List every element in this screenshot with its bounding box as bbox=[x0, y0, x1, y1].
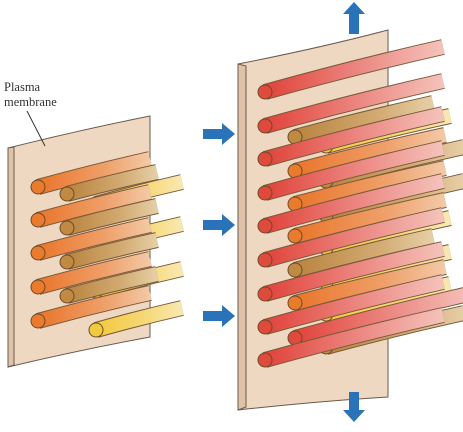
label-line-1: Plasma bbox=[4, 80, 41, 94]
arrow-down-icon bbox=[343, 392, 365, 422]
fiber-red bbox=[257, 39, 445, 100]
fiber-orange bbox=[30, 184, 152, 228]
fiber-brown bbox=[59, 232, 159, 270]
fiber-orange bbox=[30, 251, 152, 295]
label-line-2: membrane bbox=[4, 95, 57, 109]
fiber-orange bbox=[30, 151, 152, 195]
fiber-orange bbox=[30, 285, 152, 329]
fiber-brown bbox=[287, 95, 435, 145]
fiber-orange bbox=[287, 192, 447, 244]
fiber-orange bbox=[287, 259, 447, 311]
fiber-yellow bbox=[88, 300, 184, 338]
arrow-right-icon bbox=[203, 305, 235, 327]
fiber-brown bbox=[59, 266, 159, 304]
label-leader-line bbox=[26, 110, 46, 147]
fiber-orange bbox=[287, 127, 447, 179]
arrow-right-icon bbox=[203, 214, 235, 236]
fiber-brown bbox=[59, 198, 159, 236]
left-fiber-group bbox=[30, 151, 184, 338]
fiber-red bbox=[257, 274, 445, 335]
fiber-brown bbox=[59, 164, 159, 202]
fiber-orange bbox=[30, 217, 152, 261]
arrow-right-icon bbox=[203, 123, 235, 145]
fiber-orange bbox=[287, 160, 447, 212]
fiber-red bbox=[257, 73, 445, 134]
right-fiber-group bbox=[257, 39, 463, 368]
fiber-red bbox=[257, 140, 445, 201]
fiber-red bbox=[287, 287, 463, 346]
fiber-brown bbox=[287, 228, 435, 278]
fiber-red bbox=[257, 241, 445, 302]
arrow-up-icon bbox=[343, 2, 365, 34]
fiber-red bbox=[257, 173, 445, 234]
fiber-red bbox=[257, 307, 445, 368]
fiber-red bbox=[257, 207, 445, 268]
plasma-membrane-label: Plasma membrane bbox=[4, 80, 57, 147]
fiber-red bbox=[257, 106, 445, 167]
